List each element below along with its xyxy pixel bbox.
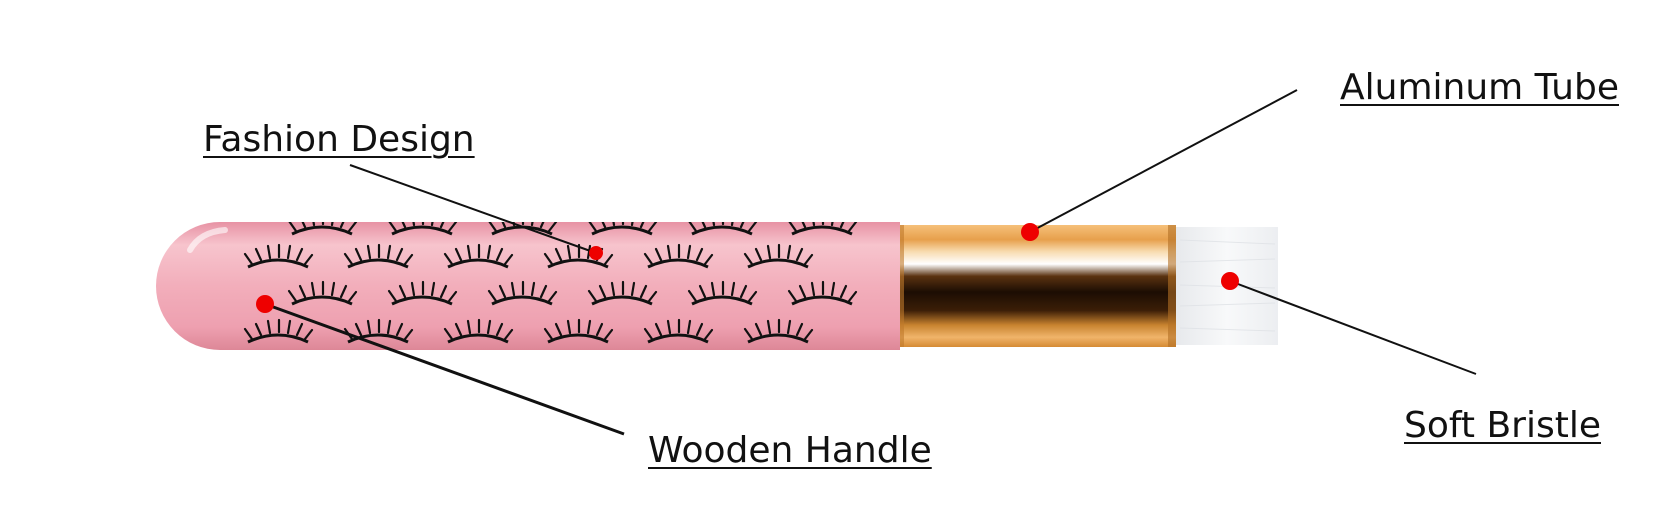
label-aluminum-tube: Aluminum Tube [1340, 67, 1619, 108]
leader-wooden-handle [264, 302, 625, 436]
marker-wooden-handle [256, 295, 274, 313]
leader-fashion-design [349, 164, 597, 254]
markers [256, 223, 1239, 313]
leader-aluminum-tube [1029, 89, 1298, 233]
aluminum-tube [896, 225, 1176, 347]
label-soft-bristle: Soft Bristle [1404, 405, 1601, 446]
leader-soft-bristle [1229, 280, 1477, 375]
leader-lines [264, 89, 1477, 436]
marker-aluminum-tube [1021, 223, 1039, 241]
label-wooden-handle: Wooden Handle [648, 430, 932, 471]
label-fashion-design: Fashion Design [203, 119, 475, 160]
wooden-handle [156, 222, 900, 350]
marker-soft-bristle [1221, 272, 1239, 290]
marker-fashion-design [589, 246, 603, 260]
